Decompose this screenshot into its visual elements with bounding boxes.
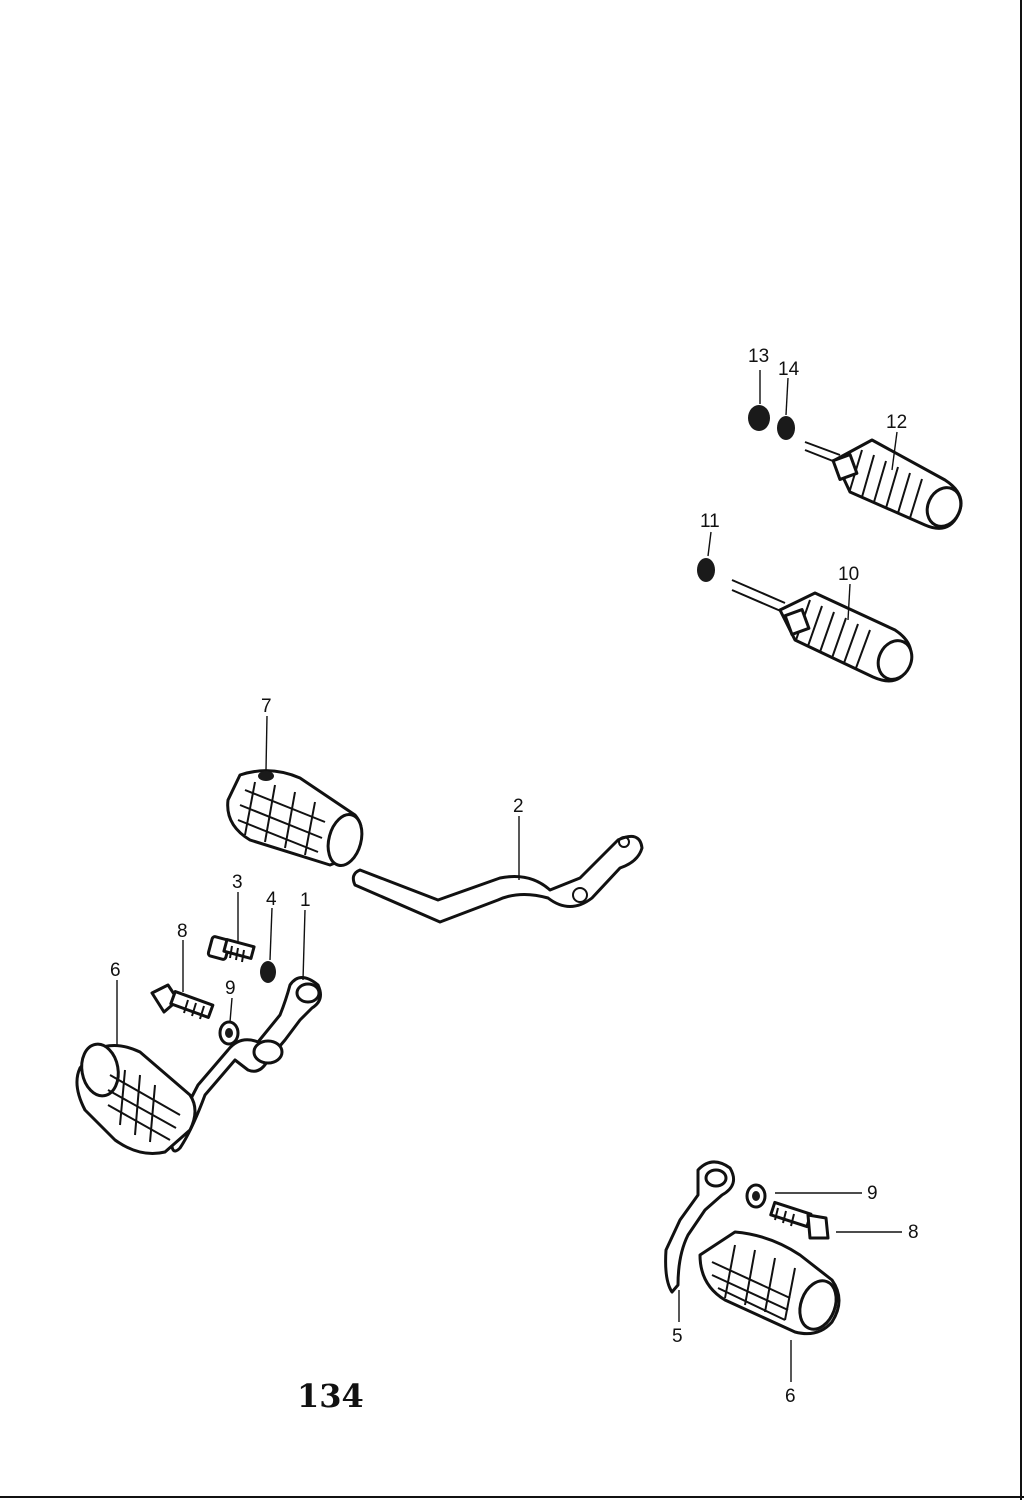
- part-13-nut: [748, 405, 770, 431]
- part-14-washer: [777, 416, 795, 440]
- label-11: 11: [700, 511, 720, 532]
- part-12-footrest-rubber: [804, 438, 963, 530]
- part-6-footrest-rubber: [75, 1042, 197, 1155]
- label-9-rear: 9: [867, 1183, 878, 1204]
- part-6-footrest-rubber-rear: [698, 1230, 841, 1336]
- label-8: 8: [177, 921, 188, 942]
- leader-lines: [116, 370, 902, 1382]
- part-7-footrest-rubber: [226, 769, 364, 867]
- part-4-washer: [260, 961, 276, 983]
- part-3-bolt: [206, 935, 256, 963]
- label-10: 10: [838, 564, 859, 585]
- part-5-footrest-arm: [664, 1160, 736, 1294]
- label-12: 12: [886, 412, 907, 433]
- part-8-bolt-rear: [769, 1200, 830, 1240]
- label-6: 6: [110, 960, 121, 981]
- label-3: 3: [232, 872, 243, 893]
- part-11-nut: [697, 558, 715, 582]
- label-7: 7: [261, 696, 272, 717]
- label-13: 13: [748, 346, 769, 367]
- part-2-footrest-bracket: [351, 834, 644, 924]
- part-9-washer-rear: [745, 1183, 767, 1209]
- label-2: 2: [513, 796, 524, 817]
- part-9-washer: [218, 1020, 240, 1046]
- label-4: 4: [266, 889, 277, 910]
- page-number: 134: [297, 1377, 364, 1415]
- label-8-rear: 8: [908, 1222, 919, 1243]
- label-9: 9: [225, 978, 236, 999]
- part-8-bolt: [150, 983, 215, 1020]
- part-10-footrest-rubber: [731, 579, 914, 683]
- label-5: 5: [672, 1326, 683, 1347]
- label-6-rear: 6: [785, 1386, 796, 1407]
- label-1: 1: [300, 890, 311, 911]
- part-labels: 13 14 12 11 10 7 2 3 4 1 8 9 6 9 8 5 6: [110, 346, 919, 1407]
- label-14: 14: [778, 359, 800, 380]
